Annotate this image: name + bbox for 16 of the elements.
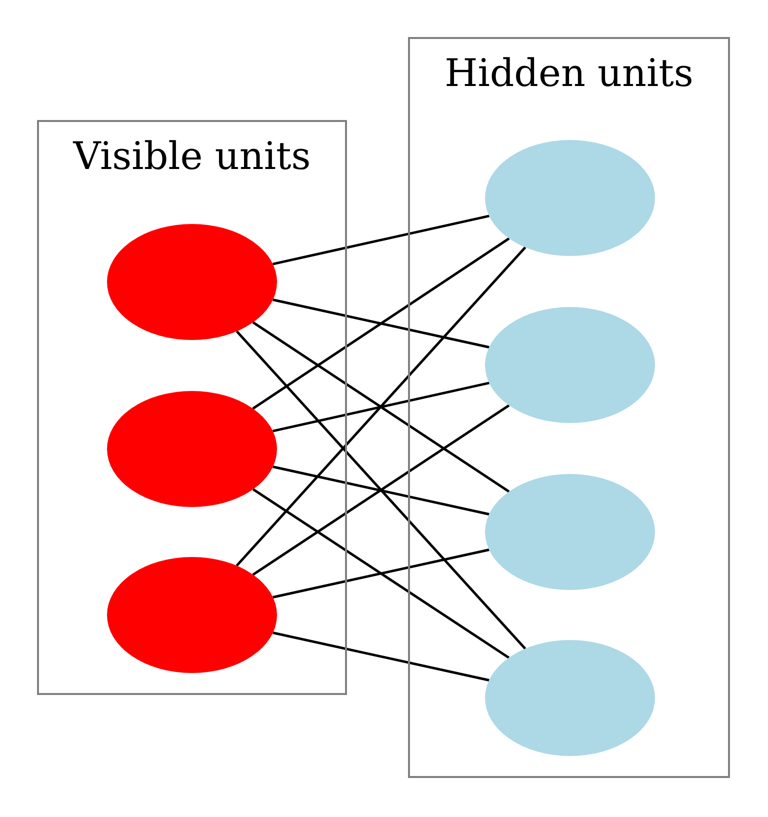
group-box — [37, 120, 347, 695]
connector-line — [272, 632, 490, 682]
connector-line — [252, 237, 510, 410]
connector-line — [272, 298, 490, 348]
connector-line — [272, 382, 490, 432]
connector-line — [272, 214, 490, 266]
connector-line — [272, 466, 490, 516]
connector-line — [236, 330, 526, 650]
group-title: Visible units — [73, 134, 311, 180]
group-box — [408, 37, 730, 778]
group-title: Hidden units — [444, 51, 694, 97]
connector-line — [252, 321, 510, 493]
connector-line — [236, 246, 526, 567]
connector-line — [272, 548, 490, 598]
connector-line — [252, 488, 510, 659]
connector-line — [252, 404, 510, 576]
